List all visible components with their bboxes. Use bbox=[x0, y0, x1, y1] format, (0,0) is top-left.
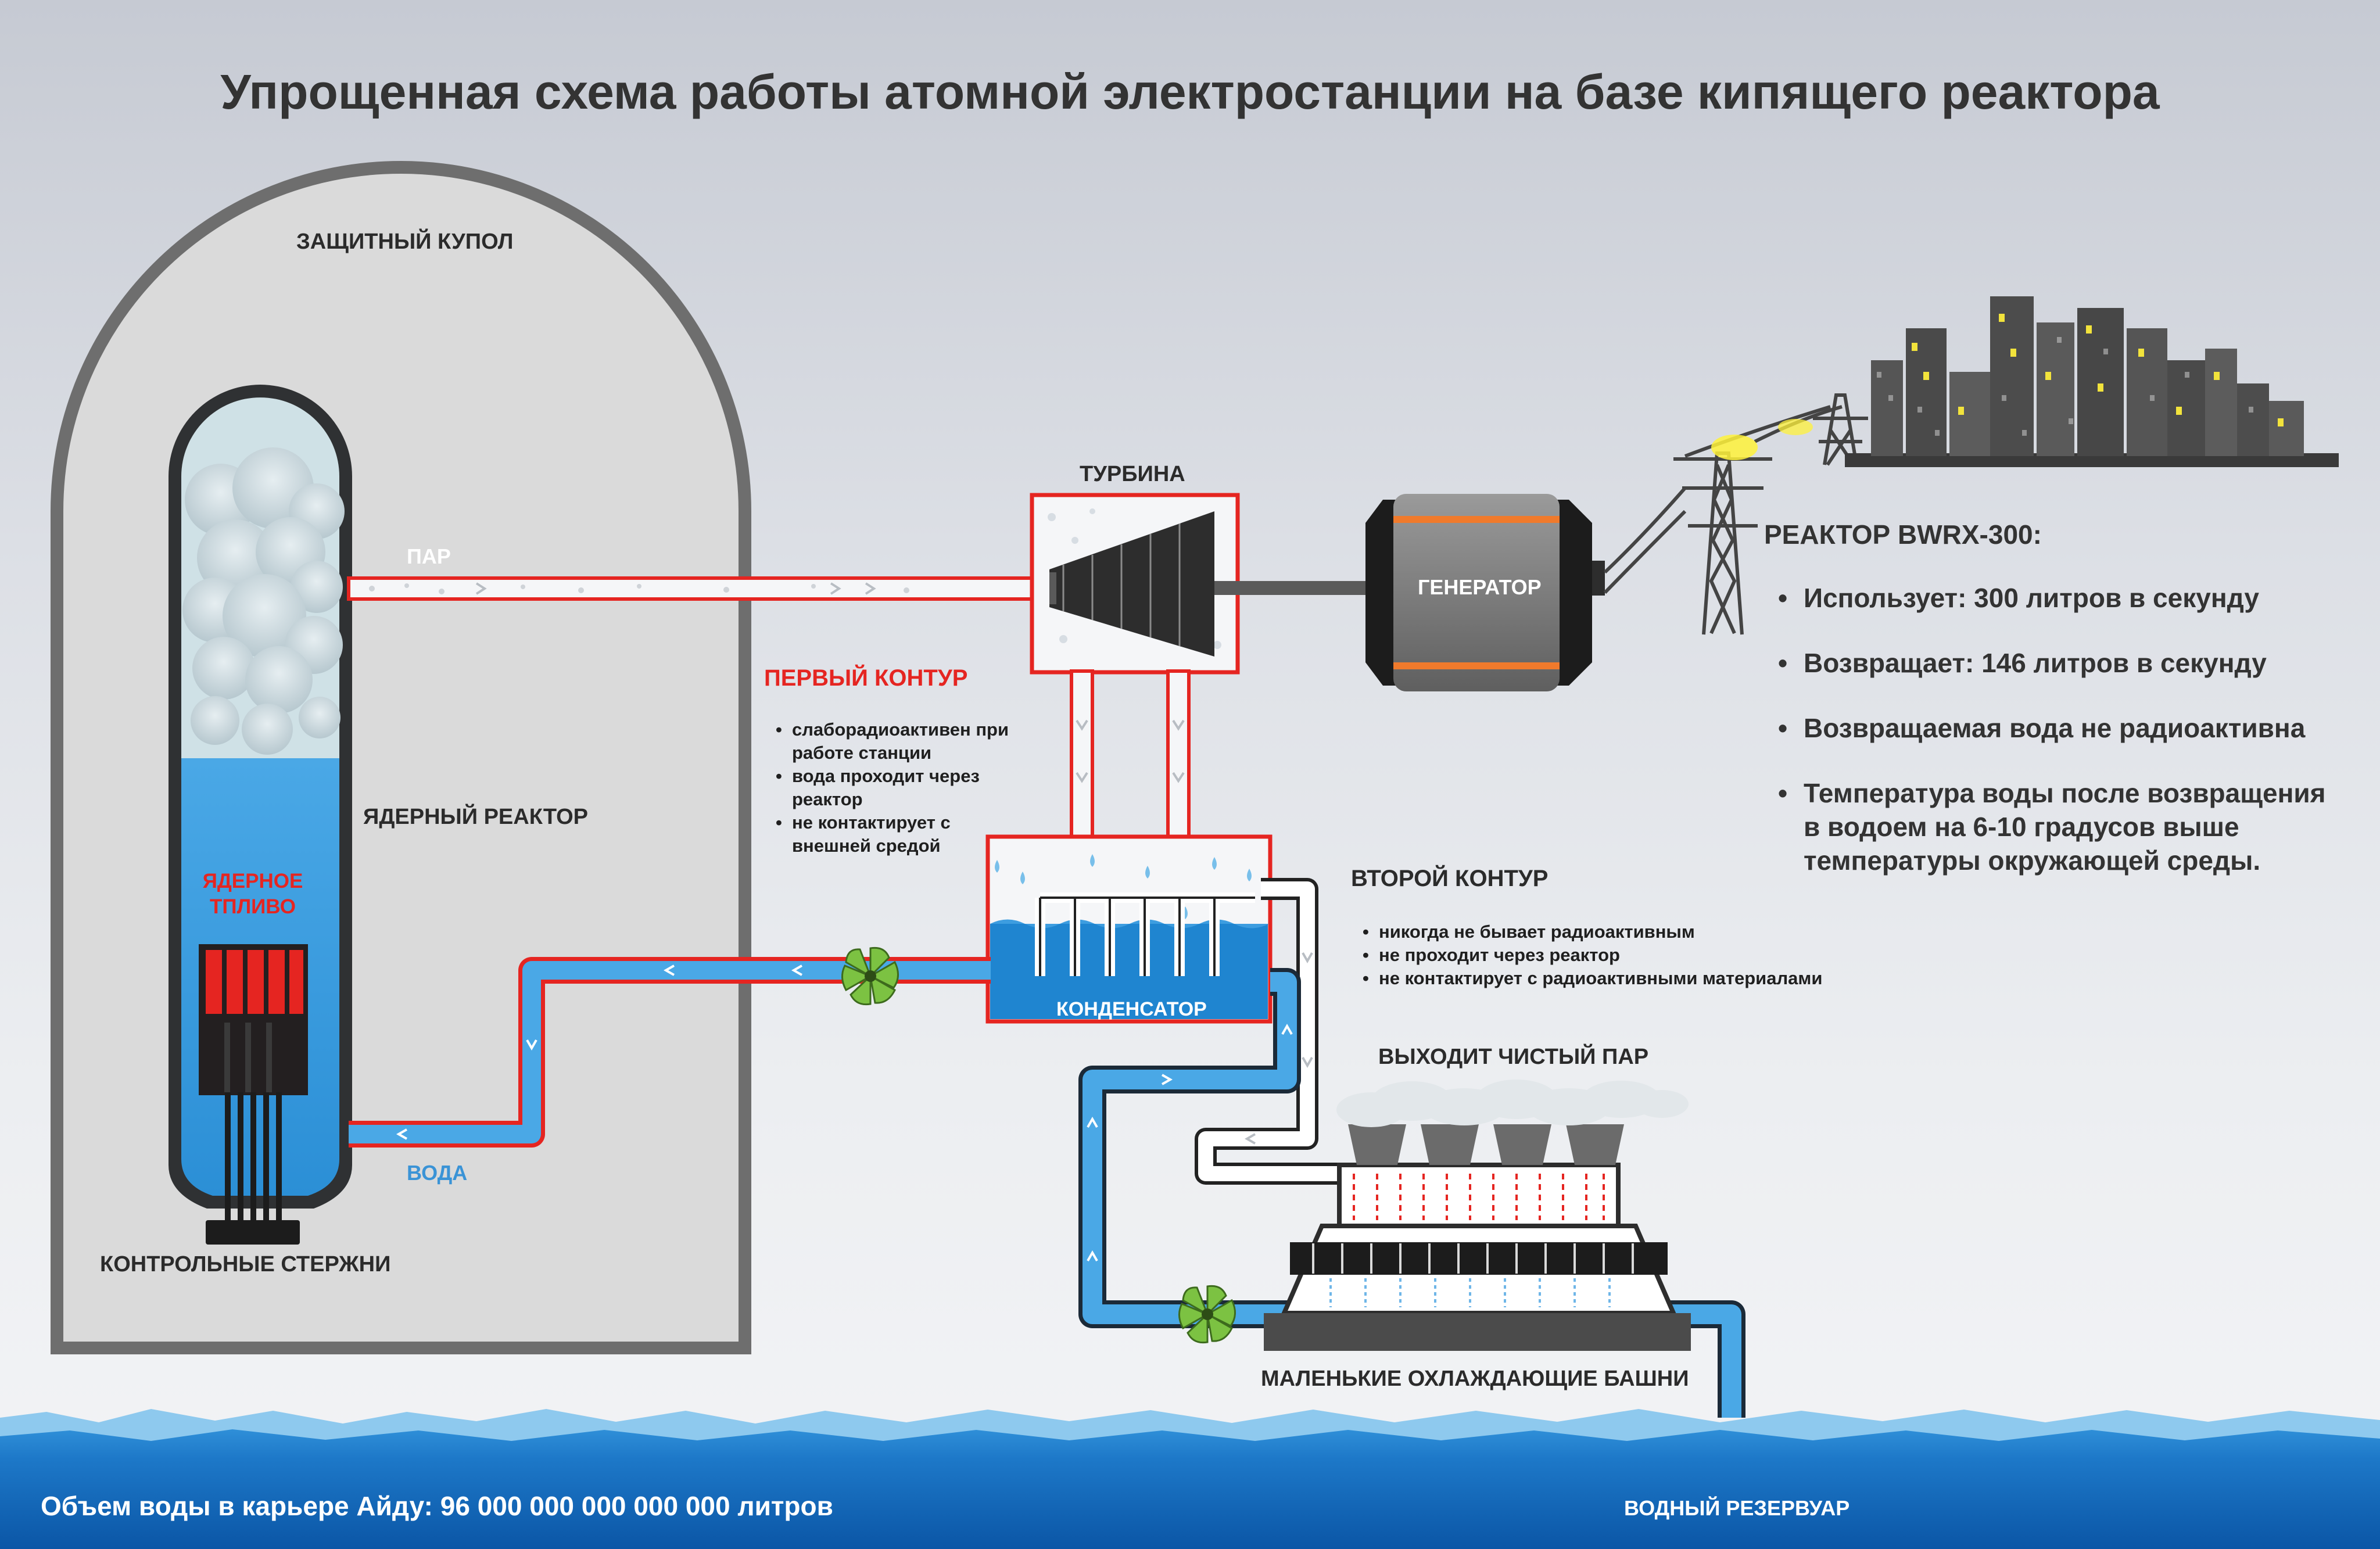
turbine-condenser-pipes bbox=[1070, 669, 1191, 859]
fuel-label: ЯДЕРНОЕ ТПЛИВО bbox=[192, 869, 314, 920]
generator-label: ГЕНЕРАТОР bbox=[1418, 575, 1542, 599]
cooling-towers-label: МАЛЕНЬКИЕ ОХЛАЖДАЮЩИЕ БАШНИ bbox=[1261, 1367, 1689, 1391]
pump-fan-icon bbox=[841, 946, 899, 1006]
reactor-spec-title: РЕАКТОР BWRX-300: bbox=[1764, 519, 2042, 550]
reactor-spec-list: Использует: 300 литров в секунду Возвращ… bbox=[1776, 581, 2326, 877]
fuel-label-line-1: ЯДЕРНОЕ bbox=[202, 870, 303, 892]
cooling-tower bbox=[1264, 1080, 1691, 1351]
reactor-spec-item: Возвращает: 146 литров в секунду bbox=[1776, 646, 2326, 680]
water-volume-text: Объем воды в карьере Айду: 96 000 000 00… bbox=[41, 1491, 833, 1521]
primary-bullet: не контактирует с внешней средой bbox=[776, 811, 1009, 858]
secondary-loop-bullets: никогда не бывает радиоактивным не прохо… bbox=[1363, 920, 1822, 990]
page-title: Упрощенная схема работы атомной электрос… bbox=[220, 64, 2160, 119]
secondary-loop-pipe bbox=[1195, 878, 1615, 1185]
condenser bbox=[985, 834, 1273, 1024]
fuel-label-line-2: ТПЛИВО bbox=[210, 895, 296, 918]
feedwater-pipe bbox=[349, 957, 991, 1148]
reactor-label: ЯДЕРНЫЙ РЕАКТОР bbox=[363, 805, 589, 829]
turbine-label: ТУРБИНА bbox=[1080, 462, 1185, 486]
reservoir-label: ВОДНЫЙ РЕЗЕРВУАР bbox=[1624, 1496, 1850, 1520]
dome-label: ЗАЩИТНЫЙ КУПОЛ bbox=[296, 230, 514, 254]
condenser-label: КОНДЕНСАТОР bbox=[1056, 998, 1207, 1020]
secondary-loop-title: ВТОРОЙ КОНТУР bbox=[1351, 866, 1549, 891]
control-rod-drive bbox=[206, 1220, 300, 1245]
clean-steam-label: ВЫХОДИТ ЧИСТЫЙ ПАР bbox=[1378, 1045, 1649, 1069]
turbine-icon bbox=[1030, 493, 1383, 675]
secondary-bullet: никогда не бывает радиоактивным bbox=[1363, 920, 1822, 944]
primary-bullet: вода проходит через реактор bbox=[776, 765, 1009, 811]
water-label: ВОДА bbox=[407, 1161, 468, 1185]
secondary-bullet: не проходит через реактор bbox=[1363, 944, 1822, 967]
reactor-spec-item: Температура воды после возвращения в вод… bbox=[1776, 776, 2326, 877]
primary-loop-bullets: слаборадиоактивен при работе станции вод… bbox=[776, 718, 1009, 858]
pump-fan-icon bbox=[1178, 1285, 1236, 1344]
control-rods-label: КОНТРОЛЬНЫЕ СТЕРЖНИ bbox=[100, 1252, 391, 1277]
containment-dome bbox=[51, 161, 751, 1354]
water-reservoir bbox=[0, 1409, 2380, 1549]
reactor-spec-item: Возвращаемая вода не радиоактивна bbox=[1776, 711, 2326, 745]
primary-loop-title: ПЕРВЫЙ КОНТУР bbox=[764, 665, 968, 691]
generator-icon bbox=[1365, 494, 1605, 691]
spark bbox=[1711, 419, 1813, 460]
steam-label: ПАР bbox=[407, 544, 451, 568]
steam-cloud-icon bbox=[1336, 1080, 1689, 1127]
steam-pipe bbox=[347, 576, 1048, 601]
reactor-spec-item: Использует: 300 литров в секунду bbox=[1776, 581, 2326, 615]
steam-cloud-icon bbox=[182, 447, 345, 755]
city-skyline-icon bbox=[1845, 296, 2339, 467]
primary-bullet: слаборадиоактивен при работе станции bbox=[776, 718, 1009, 765]
reactor-vessel bbox=[169, 385, 352, 1245]
fuel-rods bbox=[199, 944, 308, 1095]
secondary-bullet: не контактирует с радиоактивными материа… bbox=[1363, 967, 1822, 990]
control-rods bbox=[225, 1092, 282, 1220]
